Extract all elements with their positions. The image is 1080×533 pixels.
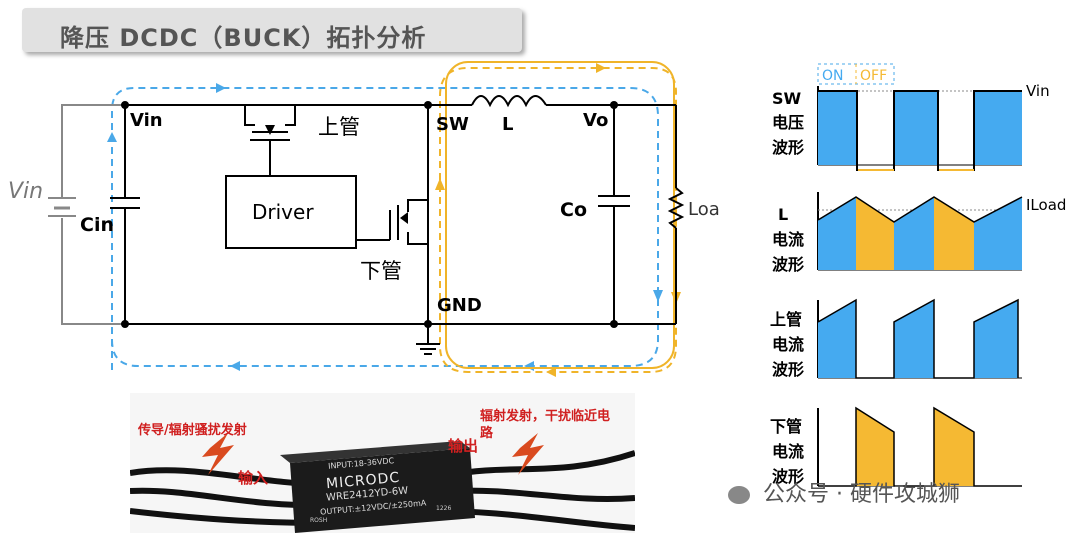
low-side-current-waveform (817, 406, 1022, 487)
on-label: ON (822, 68, 844, 84)
output-label: 输出 (448, 437, 479, 455)
waveform-panel: ON OFF SW 电压 波形 Vin L 电流 波形 ILoad (770, 63, 1066, 487)
module-photo: 传导/辐射骚扰发射 辐射发射，干扰临近电 路 输入 输出 INPUT:18-36… (130, 393, 635, 533)
off-loop-box (445, 61, 675, 369)
off-label: OFF (860, 68, 887, 84)
input-source (48, 104, 125, 325)
sw-waveform (817, 86, 1022, 171)
on-arrow-bottom2 (524, 361, 534, 371)
driver-box (225, 175, 357, 249)
on-arrow-left (107, 132, 117, 142)
module-rohs: ROSH (310, 517, 328, 524)
hs-title-2: 电流 (772, 335, 804, 354)
ls-title-2: 电流 (772, 442, 804, 461)
l-title-3: 波形 (772, 255, 804, 274)
high-fet-arrow (265, 125, 275, 135)
sw-title-1: SW (772, 89, 802, 108)
title-banner: 降压 DCDC（BUCK）拓扑分析 (22, 8, 522, 52)
buck-schematic: Vin (8, 61, 720, 377)
circuit-wires (110, 104, 685, 355)
on-arrow-right (653, 290, 663, 302)
l-title-2: 电流 (772, 230, 804, 249)
sw-title-3: 波形 (772, 138, 804, 157)
on-arrow-top (216, 83, 226, 93)
right-emission-note-1: 辐射发射，干扰临近电 (480, 409, 611, 424)
hs-title-3: 波形 (772, 360, 804, 379)
high-side-fet-label: 上管 (318, 115, 360, 139)
l-title-1: L (778, 205, 788, 224)
sw-ref-label: Vin (1026, 82, 1050, 100)
inductor-current-waveform (817, 192, 1023, 271)
cin-label: Cin (80, 214, 114, 236)
ls-title-1: 下管 (770, 417, 802, 436)
left-emission-note: 传导/辐射骚扰发射 (138, 423, 247, 438)
low-side-fet-label: 下管 (360, 259, 402, 283)
sw-title-2: 电压 (772, 113, 804, 132)
l-ref-label: ILoad (1026, 196, 1066, 214)
off-current-loop (439, 67, 677, 373)
module-code: 1226 (436, 505, 452, 512)
vo-node-label: Vo (583, 110, 608, 131)
wechat-icon (728, 486, 750, 504)
on-current-loop (111, 87, 659, 370)
driver-label: Driver (252, 200, 314, 224)
ls-title-3: 波形 (772, 467, 804, 486)
watermark-text: 公众号 · 硬件攻城狮 (763, 482, 960, 507)
inductor (471, 95, 547, 108)
gnd-label: GND (437, 295, 482, 316)
inductor-label: L (502, 114, 513, 135)
on-arrow-bottom (230, 361, 240, 371)
low-fet-arrow (400, 212, 408, 224)
high-side-current-waveform (817, 298, 1022, 379)
off-arrow-bottom (546, 367, 556, 377)
co-label: Co (560, 199, 587, 221)
module-illustration (130, 393, 635, 533)
right-emission-note-2: 路 (480, 426, 494, 441)
load-label: Load (688, 199, 720, 220)
off-arrow-top (596, 63, 606, 73)
junction-dots (121, 101, 618, 328)
sw-node-label: SW (436, 114, 469, 135)
source-label: Vin (8, 179, 43, 204)
vin-node-label: Vin (130, 110, 163, 131)
watermark: 公众号 · 硬件攻城狮 (728, 476, 960, 508)
page-title: 降压 DCDC（BUCK）拓扑分析 (60, 24, 427, 52)
off-arrow-left (435, 178, 445, 190)
input-label: 输入 (238, 469, 269, 487)
hs-title-1: 上管 (770, 310, 802, 329)
